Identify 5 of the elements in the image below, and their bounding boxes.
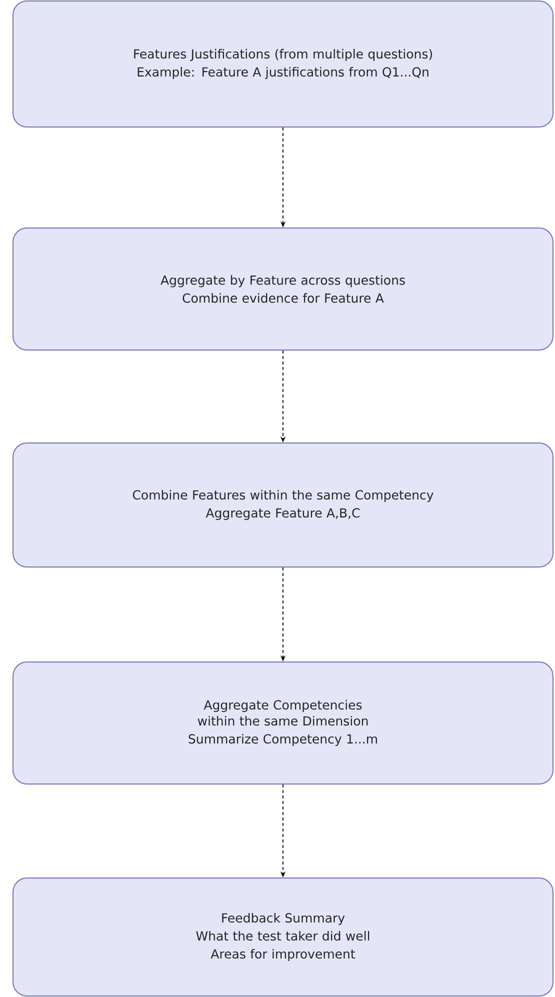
process-box: Combine Features within the same Competency Aggregate Feature A,B,C <box>12 442 554 568</box>
process-box: Aggregate Competencies within the same Dimension Summarize Competency 1...m <box>12 662 554 784</box>
process-box: Aggregate by Feature across questions Combine evidence for Feature A <box>12 228 554 350</box>
process-box: Feedback Summary What the test taker did well Areas for improvement <box>12 878 554 996</box>
process-box: Features Justifications (from multiple questions) Example: Feature A justifications from Q1...Qn <box>12 0 554 128</box>
